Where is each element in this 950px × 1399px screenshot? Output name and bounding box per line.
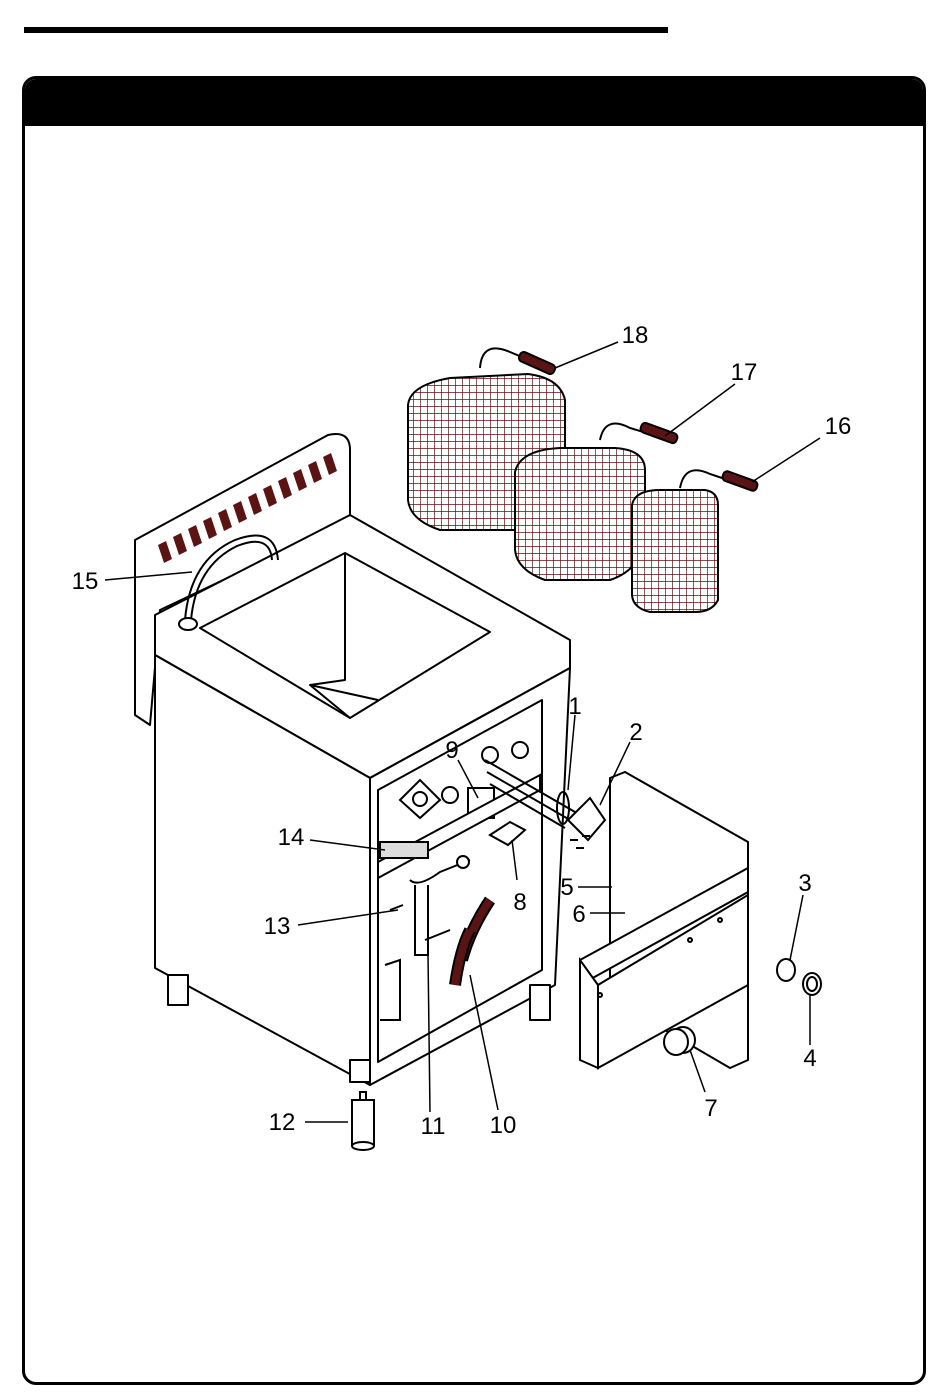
control-panel [580, 772, 748, 1068]
callout-2: 2 [629, 719, 642, 746]
callout-14: 14 [278, 824, 305, 851]
fryer-body [135, 434, 570, 1085]
basket-small [632, 470, 759, 612]
callout-18: 18 [622, 322, 649, 349]
pilot-light [777, 959, 821, 995]
callout-8: 8 [513, 889, 526, 916]
callout-10: 10 [490, 1112, 517, 1139]
callout-5: 5 [560, 874, 573, 901]
callout-3: 3 [798, 870, 811, 897]
callout-9: 9 [445, 737, 458, 764]
callout-13: 13 [264, 913, 291, 940]
callout-11: 11 [421, 1113, 446, 1140]
callout-4: 4 [803, 1045, 816, 1072]
callout-6: 6 [572, 901, 585, 928]
spare-foot [352, 1092, 374, 1150]
callout-7: 7 [704, 1095, 717, 1122]
callout-15: 15 [72, 568, 99, 595]
callout-16: 16 [825, 413, 852, 440]
callout-1: 1 [568, 693, 581, 720]
callout-17: 17 [731, 359, 758, 386]
callout-12: 12 [269, 1109, 296, 1136]
